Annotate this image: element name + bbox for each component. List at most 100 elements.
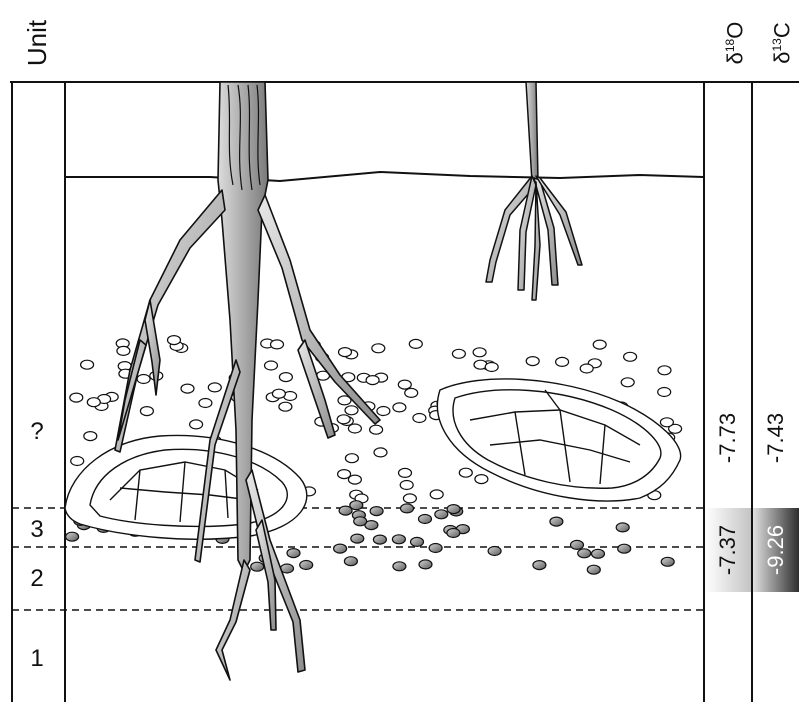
grey-nodule [571,540,584,549]
grey-nodule [300,561,313,570]
white-nodule [366,376,379,385]
soil-surface-line [65,172,703,181]
white-nodule [413,414,426,423]
white-nodule [70,393,83,402]
white-nodule [339,348,352,357]
white-nodule [452,349,465,358]
white-nodule [403,494,416,503]
white-nodule [430,490,443,499]
grey-nodule [393,562,406,571]
d13c-value-lower: -9.26 [763,520,789,580]
d18o-value-lower: -7.37 [715,520,741,580]
concretion-right [437,379,680,501]
white-nodule [345,454,358,463]
grey-nodule [578,549,591,558]
grey-nodule [533,561,546,570]
white-nodule [658,366,671,375]
grey-nodule [447,529,460,538]
grey-nodule [350,501,363,510]
white-nodule [405,388,418,397]
white-nodule [345,406,358,415]
white-nodule [593,340,606,349]
grey-nodule [287,549,300,558]
white-nodule [624,352,637,361]
white-nodule [84,432,97,441]
grey-nodule [616,523,629,532]
white-nodule [181,384,194,393]
white-nodule [409,339,422,348]
grey-nodule [411,537,424,546]
unit-column-header: Unit [24,8,50,78]
grey-nodule [251,562,264,571]
white-nodule [271,340,284,349]
white-nodule [348,424,361,433]
d18o-value-upper: -7.73 [715,408,741,468]
grey-nodule [550,517,563,526]
root-large [115,82,380,680]
white-nodule [526,357,539,366]
grey-nodule [592,549,605,558]
white-nodule [137,375,150,384]
white-nodule [374,448,387,457]
unit-label-1: 1 [22,645,52,673]
white-nodule [399,468,412,477]
grey-nodule [429,544,442,553]
white-nodule [337,415,350,424]
white-nodule [580,364,593,373]
grey-nodule [334,544,347,553]
white-nodule [400,481,413,490]
white-nodule [348,475,361,484]
white-nodule [87,398,100,407]
white-nodule [377,407,390,416]
unit-label-unknown: ? [22,418,52,446]
d13c-column-header: δ13C [764,13,790,73]
grey-nodule [401,504,414,513]
white-nodule [272,389,285,398]
white-nodule [370,425,383,434]
grey-nodule [373,535,386,544]
white-nodule [372,344,385,353]
grey-nodule [661,557,674,566]
white-nodule [473,348,486,357]
unit-label-2: 2 [22,565,52,593]
grey-nodule [587,565,600,574]
white-nodule [117,346,130,355]
white-nodule [190,420,203,429]
white-nodule [485,363,498,372]
grey-nodule [66,532,79,541]
grey-nodule [351,534,364,543]
white-nodule [265,361,278,370]
white-nodule [279,402,292,411]
root-small [486,82,582,300]
grey-nodule [419,560,432,569]
grey-nodule [344,557,357,566]
grey-nodule [370,507,383,516]
d18o-column-header: δ18O [717,13,743,73]
grey-nodule [435,510,448,519]
grey-nodule [618,544,631,553]
white-nodule [208,383,221,392]
grey-nodule [354,517,367,526]
white-nodule [660,418,673,427]
white-nodule [556,357,569,366]
grey-nodule [488,547,501,556]
unit-label-3: 3 [22,516,52,544]
white-nodule [81,360,94,369]
white-nodule [168,336,181,345]
concretion-left [65,435,307,539]
grey-nodule [419,515,432,524]
white-nodule [71,457,84,466]
white-nodule [140,407,153,416]
grey-nodule [392,535,405,544]
white-nodule [621,378,634,387]
white-nodule [398,380,411,389]
grey-nodule [447,505,460,514]
white-nodule [279,373,292,382]
white-nodule [393,403,406,412]
white-nodule [658,388,671,397]
white-nodule [475,475,488,484]
white-nodule [199,399,212,408]
white-nodule [459,468,472,477]
